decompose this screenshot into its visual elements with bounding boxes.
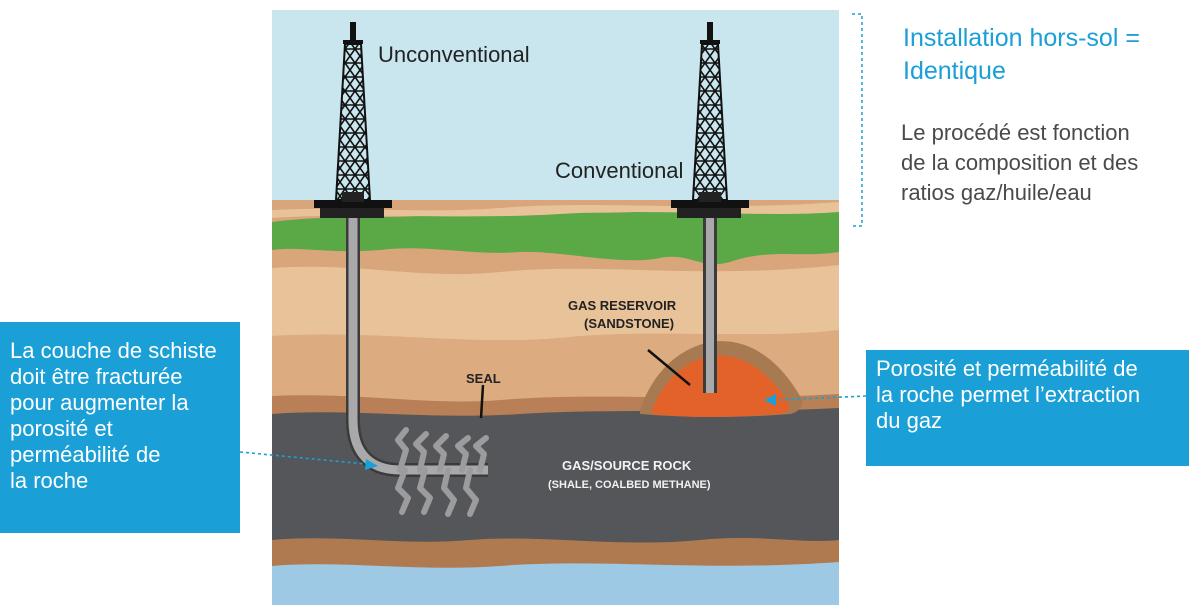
fracture [473, 435, 489, 473]
process-note-line: Le procédé est fonction [901, 120, 1130, 145]
installation-title-line: Identique [903, 57, 1006, 85]
installation-title-line: Installation hors-sol = [903, 24, 1140, 52]
fracture [395, 427, 409, 473]
callout-line: la roche [10, 468, 89, 493]
left-arrowhead [365, 459, 378, 470]
fracture [413, 431, 429, 473]
label-unconventional: Unconventional [378, 42, 530, 67]
installation-title: Installation hors-sol = Identique [903, 22, 1173, 88]
conventional-well-bore [706, 215, 714, 393]
callout-line: Porosité et perméabilité de [876, 356, 1138, 381]
fracture [463, 467, 479, 517]
derrick-unconventional [314, 22, 392, 218]
callout-line: la roche permet l’extraction [876, 382, 1141, 407]
label-gas-reservoir: GAS RESERVOIR [568, 298, 677, 313]
callout-line: porosité et [10, 416, 113, 441]
process-note-line: de la composition et des [901, 150, 1139, 175]
sand-layer-light [272, 265, 839, 341]
label-sandstone: (SANDSTONE) [584, 316, 674, 331]
right-arrowhead [764, 394, 776, 406]
fracture [441, 467, 457, 517]
topsoil [272, 202, 839, 218]
callout-extraction: Porosité et perméabilité de la roche per… [866, 350, 1189, 466]
grass-layer [272, 206, 839, 265]
callout-line: doit être fracturée [10, 364, 183, 389]
water-layer [272, 562, 839, 605]
gas-reservoir [652, 355, 790, 417]
process-note: Le procédé est fonction de la compositio… [901, 118, 1186, 208]
seal-pointer [479, 384, 485, 419]
label-shale: (SHALE, COALBED METHANE) [548, 479, 711, 491]
fractures [395, 427, 489, 517]
label-seal: SEAL [466, 371, 501, 386]
label-source-rock: GAS/SOURCE ROCK [562, 458, 692, 473]
callout-line: du gaz [876, 408, 943, 433]
reservoir-pointer [647, 349, 691, 386]
fracture [395, 467, 411, 515]
callout-line: perméabilité de [10, 442, 161, 467]
process-note-line: ratios gaz/huile/eau [901, 180, 1092, 205]
fracture [455, 435, 471, 473]
callout-fracturing: La couche de schiste doit être fracturée… [0, 322, 240, 533]
label-conventional: Conventional [555, 158, 683, 183]
fracture [433, 433, 449, 473]
bracket [852, 13, 863, 227]
derrick-conventional [671, 22, 749, 218]
fracture [417, 467, 433, 515]
callout-line: pour augmenter la [10, 390, 189, 415]
geology-panel: Unconventional Conventional GAS RESERVOI… [272, 10, 839, 605]
callout-line: La couche de schiste [10, 338, 217, 363]
